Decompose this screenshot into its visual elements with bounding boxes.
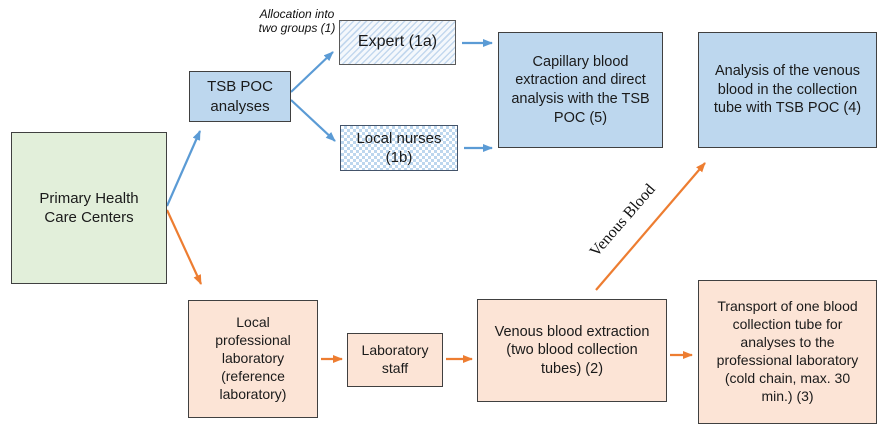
node-local-professional-laboratory[interactable]: Local professional laboratory (reference…: [188, 300, 318, 418]
node-tsb-poc-analyses-label: TSB POC analyses: [207, 78, 273, 115]
node-venous-blood-extraction[interactable]: Venous blood extraction (two blood colle…: [477, 299, 667, 402]
node-local-nurses-group[interactable]: Local nurses (1b): [340, 125, 458, 171]
node-transport-collection-tube-label: Transport of one blood collection tube f…: [716, 298, 859, 404]
node-tsb-poc-analyses[interactable]: TSB POC analyses: [189, 71, 291, 122]
node-local-nurses-group-label: Local nurses (1b): [356, 129, 442, 166]
connector-phc-to-lab: [166, 209, 202, 285]
node-venous-blood-extraction-label: Venous blood extraction (two blood colle…: [494, 323, 650, 377]
node-local-professional-laboratory-label: Local professional laboratory (reference…: [215, 314, 291, 402]
connector-tsb-to-nurses: [290, 99, 336, 142]
connector-tsb-to-expert: [290, 51, 334, 93]
venous-blood-arrow-label: Venous Blood: [586, 181, 659, 261]
node-capillary-extraction-label: Capillary blood extraction and direct an…: [511, 53, 650, 126]
node-analysis-venous-blood-label: Analysis of the venous blood in the coll…: [713, 63, 862, 117]
allocation-note: Allocation into two groups (1): [258, 7, 336, 36]
node-transport-collection-tube[interactable]: Transport of one blood collection tube f…: [698, 280, 877, 424]
node-primary-health-care[interactable]: Primary Health Care Centers: [11, 132, 167, 284]
node-analysis-venous-blood[interactable]: Analysis of the venous blood in the coll…: [698, 32, 877, 148]
node-laboratory-staff-label: Laboratory staff: [361, 342, 429, 376]
node-expert-group[interactable]: Expert (1a): [339, 20, 456, 65]
node-laboratory-staff[interactable]: Laboratory staff: [347, 333, 443, 387]
connector-phc-to-tsb: [165, 130, 202, 207]
node-expert-group-label: Expert (1a): [357, 33, 438, 51]
node-capillary-extraction[interactable]: Capillary blood extraction and direct an…: [498, 32, 663, 148]
node-primary-health-care-label: Primary Health Care Centers: [39, 189, 139, 226]
